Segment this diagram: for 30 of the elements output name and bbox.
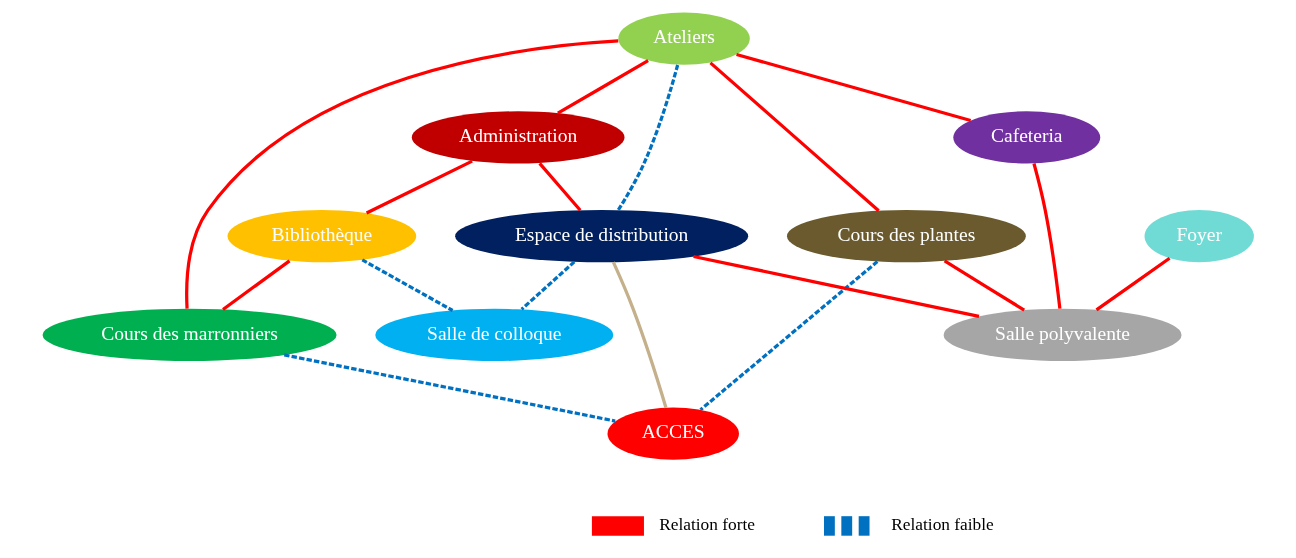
node-ellipse: Cours des plantes: [787, 210, 1026, 263]
connector: [617, 64, 680, 211]
connector: [1095, 256, 1171, 312]
node-ellipse: Salle de colloque: [375, 308, 614, 362]
legend-label: Relation forte: [659, 515, 755, 535]
node-ellipse: Espace de distribution: [455, 210, 749, 263]
connector: [365, 159, 473, 215]
node-ellipse: Foyer: [1144, 210, 1254, 263]
connector: [1032, 163, 1062, 309]
legend-label: Relation faible: [891, 515, 994, 535]
node-ellipse: Cours des marronniers: [42, 308, 337, 362]
connector: [557, 59, 649, 115]
connector: [709, 61, 880, 212]
connector: [699, 260, 879, 412]
node-ellipse: Bibliothèque: [227, 210, 417, 263]
node-ellipse: Ateliers: [618, 12, 750, 65]
connector: [943, 259, 1026, 312]
node-ellipse: ACCES: [607, 407, 739, 460]
connector: [520, 260, 576, 311]
node-ellipse: Salle polyvalente: [943, 308, 1182, 362]
connector: [361, 258, 454, 312]
node-ellipse: Cafeteria: [953, 111, 1101, 164]
connector: [693, 254, 980, 318]
connector: [283, 353, 616, 423]
connector: [611, 261, 668, 409]
connector: [736, 52, 972, 123]
connector: [185, 39, 619, 309]
connector: [222, 259, 291, 311]
connector: [538, 162, 582, 212]
node-ellipse: Administration: [411, 111, 625, 164]
